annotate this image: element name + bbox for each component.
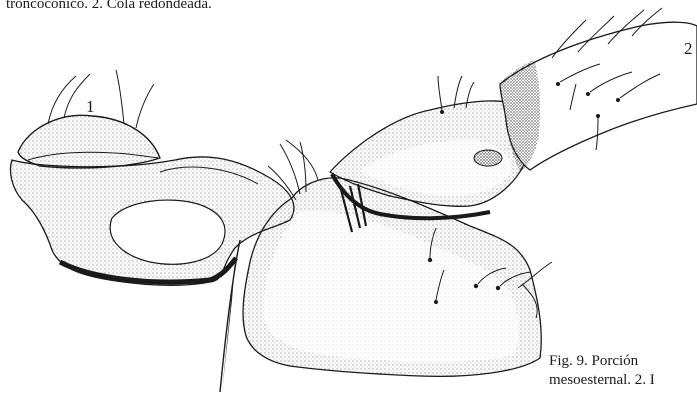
segment-distal [500,8,697,172]
bottom-caption-fragment: Fig. 9. Porción mesoesternal. 2. I [549,352,655,390]
bottom-caption-line-1: Fig. 9. Porción [549,352,655,371]
label-part-2: 2 [684,40,693,58]
label-part-1: 1 [86,98,95,116]
bottom-caption-line-2: mesoesternal. 2. I [549,371,655,390]
segment-1-cap [18,70,160,168]
